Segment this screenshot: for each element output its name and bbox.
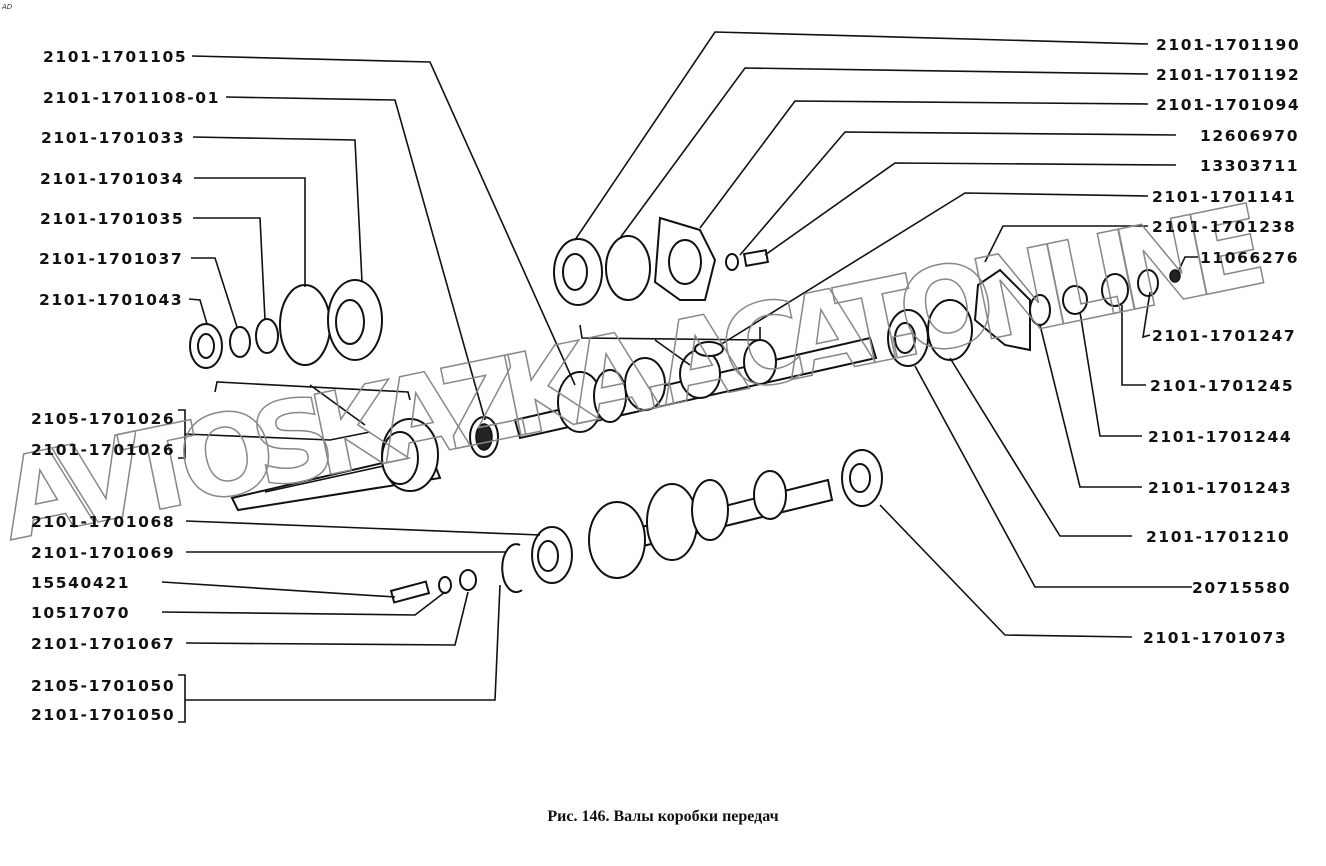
leader-lines [161,31,1198,723]
part-label: 2101-1701073 [1143,629,1287,647]
thrust-washer [459,569,477,591]
part-label: 2101-1701247 [1152,327,1296,345]
part-label: 2101-1701069 [31,544,175,562]
part-label: 2101-1701108-01 [43,89,220,107]
nut [1062,285,1088,315]
ring [229,326,251,358]
watermark: AVTOSKAZKA.ACAT.ONLINE [0,180,1279,567]
part-label: 2101-1701068 [31,513,175,531]
part-label: 2101-1701141 [1152,188,1296,206]
part-label: 2101-1701190 [1156,36,1300,54]
part-label: 10517070 [31,604,130,622]
figure-caption: Рис. 146. Валы коробки передач [547,808,778,825]
circlip [255,318,279,354]
countershaft [588,449,883,579]
part-label: 2101-1701192 [1156,66,1300,84]
part-label: 20715580 [1192,579,1291,597]
part-label: 2101-1701244 [1148,428,1292,446]
part-label: 2101-1701067 [31,635,175,653]
part-label: 2101-1701094 [1156,96,1300,114]
flange [973,268,1031,352]
part-label: 13303711 [1200,157,1299,175]
lock-washer [438,576,452,594]
exploded-parts [189,216,1181,604]
part-label: 2105-1701026 [31,410,175,428]
part-label: 2101-1701210 [1146,528,1290,546]
circlip-lower [501,543,523,594]
part-label: 11066276 [1200,249,1299,267]
right-labels: 2101-1701190 2101-1701192 2101-1701094 1… [1143,36,1300,647]
bolt-lower [389,580,431,604]
part-label: 2101-1701105 [43,48,187,66]
part-label: 15540421 [31,574,130,592]
left-labels: 2101-1701105 2101-1701108-01 2101-170103… [31,48,220,724]
part-label: 2101-1701037 [39,250,183,268]
part-label: 2101-1701238 [1152,218,1296,236]
part-label: 2101-1701035 [40,210,184,228]
part-label: 2101-1701026 [31,441,175,459]
cup [1101,273,1129,307]
corner-mark: AD [1,3,13,11]
retaining-ring [605,235,651,301]
part-label: 2101-1701050 [31,706,175,724]
part-label: 2101-1701043 [39,291,183,309]
input-shaft [230,416,499,512]
part-label: 12606970 [1200,127,1299,145]
washer [725,253,739,271]
ring-small [1137,269,1159,297]
snap-ring [279,284,331,366]
main-shaft [513,336,878,440]
part-label: 2101-1701243 [1148,479,1292,497]
bolt [742,249,770,267]
part-label: 2101-1701245 [1150,377,1294,395]
part-label: 2105-1701050 [31,677,175,695]
part-label: 2101-1701034 [40,170,184,188]
gear [927,299,973,361]
part-label: 2101-1701033 [41,129,185,147]
